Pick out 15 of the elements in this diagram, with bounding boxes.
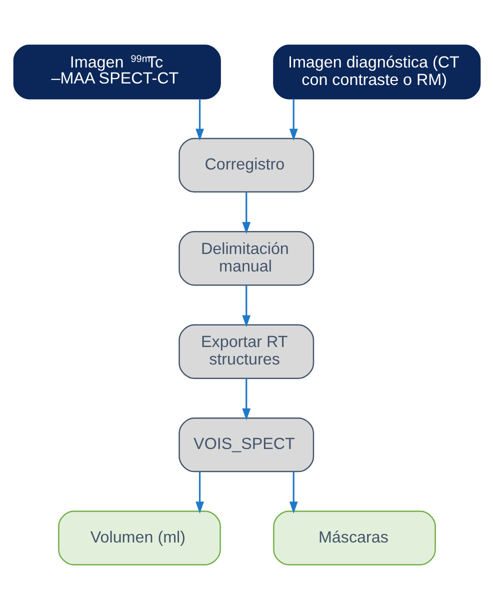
node-box: Delimitación manual [178, 231, 314, 286]
node-box: VOIS_SPECT [178, 417, 314, 472]
node-box: Imagen diagnóstica (CT con contraste o RM) [272, 44, 480, 100]
node-box: Exportar RT structures [178, 324, 314, 379]
arrow [242, 285, 250, 328]
arrow [242, 378, 250, 420]
node-box: Imagen $^{99m}$Tc –MAA SPECT-CT [12, 44, 220, 100]
arrow [242, 192, 250, 234]
arrow [195, 472, 204, 514]
arrow [195, 98, 204, 141]
node-box: Volumen (ml) [58, 510, 220, 566]
node-box: Corregistro [178, 138, 314, 193]
node-box: Máscaras [272, 510, 436, 566]
arrow [288, 98, 298, 141]
arrow [288, 472, 298, 514]
